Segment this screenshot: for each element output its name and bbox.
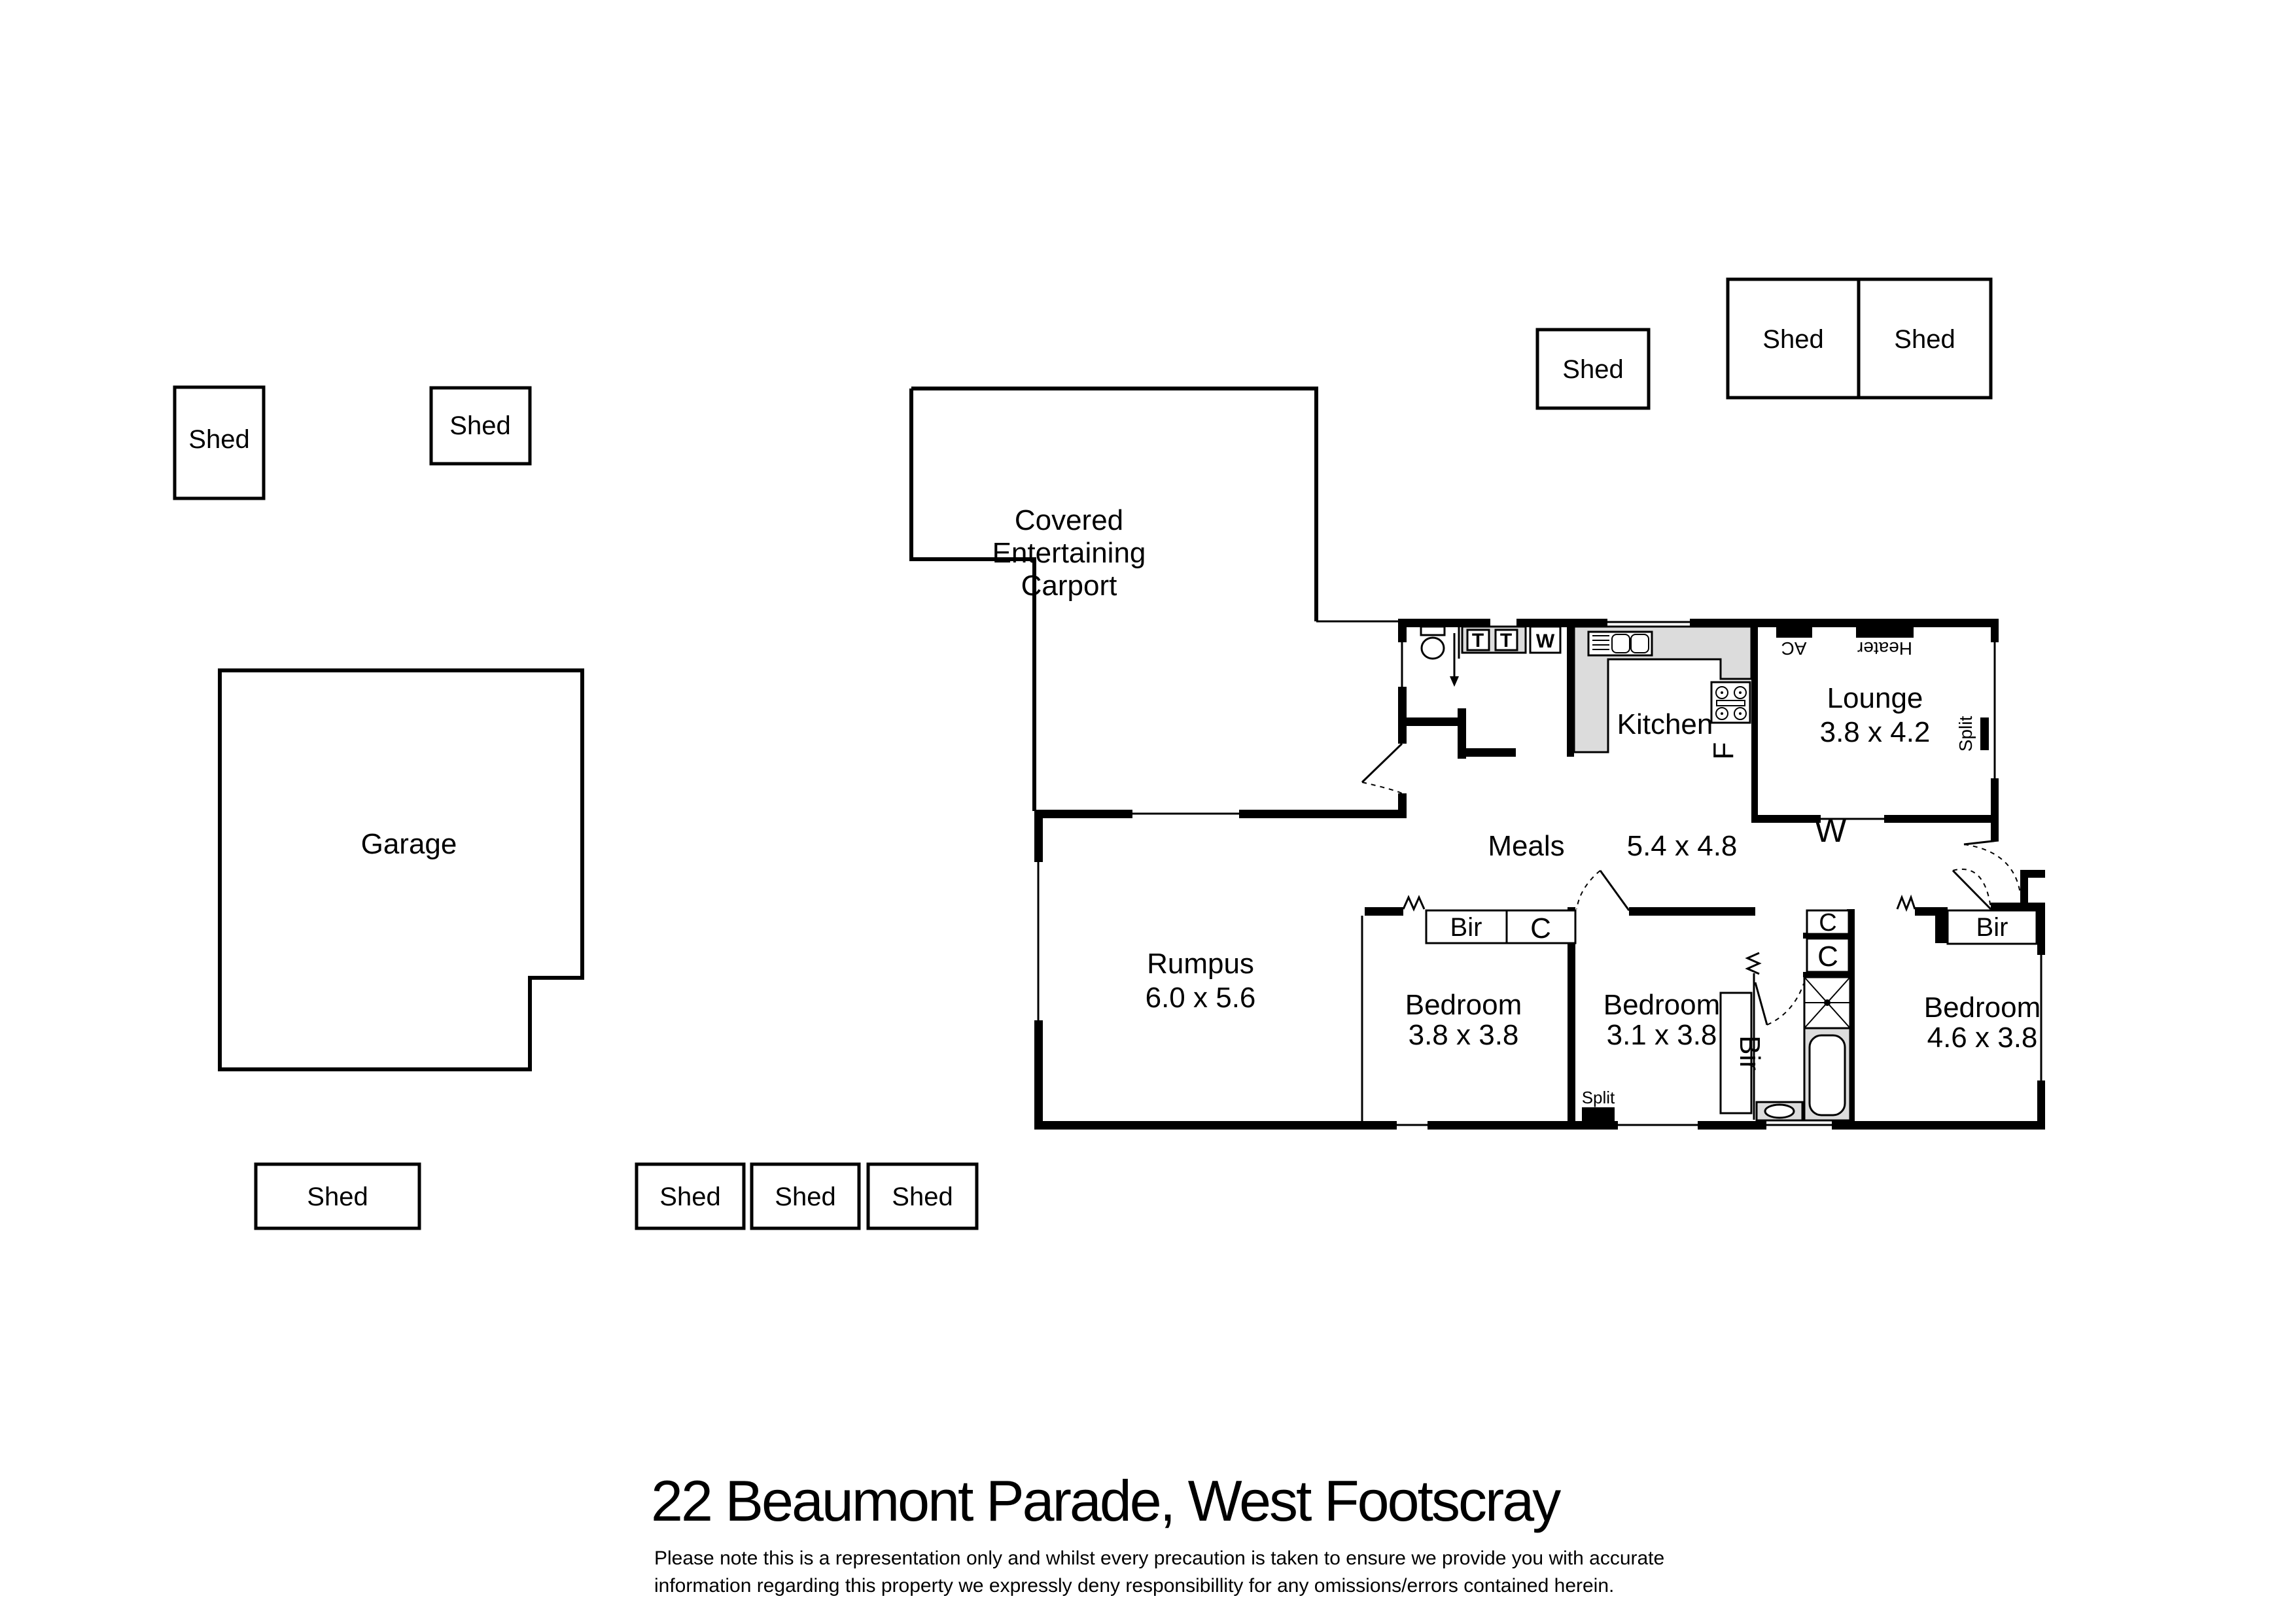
lounge-window-label: W	[1814, 812, 1846, 850]
shed-top-right-2: Shed	[1726, 277, 1861, 400]
cupboard-label: C	[1530, 912, 1551, 944]
trough-label: T	[1500, 630, 1512, 651]
room-dims-bedroom2: 3.1 x 3.8	[1607, 1019, 1717, 1051]
doors	[1361, 742, 2021, 1026]
carport: Covered Entertaining Carport	[909, 387, 1398, 811]
lounge-split-unit: Split	[1955, 716, 1989, 752]
carport-label-line1: Covered	[1015, 504, 1123, 536]
page-title: 22 Beaumont Parade, West Footscray	[651, 1468, 1561, 1533]
split-label: Split	[1955, 716, 1976, 752]
room-dims-bedroom3: 4.6 x 3.8	[1927, 1022, 2038, 1054]
shed-top-right-1: Shed	[1535, 328, 1651, 410]
garage: Garage	[218, 668, 584, 1071]
shed-top-right-3: Shed	[1857, 277, 1993, 400]
carport-label-line3: Carport	[1021, 570, 1117, 602]
room-label-meals: Meals	[1488, 830, 1564, 862]
shower-icon	[1803, 976, 1851, 1029]
trough-label: T	[1472, 630, 1484, 651]
cupboard-label: C	[1817, 941, 1838, 973]
bedroom2-door-swing	[1576, 870, 1601, 910]
bedroom3-robe: Bir	[1946, 909, 2038, 945]
shed-label: Shed	[892, 1183, 953, 1211]
house-walls	[1034, 619, 2045, 1130]
fridge-label: F	[1708, 742, 1740, 760]
bathroom-door-swing	[1766, 983, 1804, 1026]
basin-icon	[1755, 1101, 1804, 1122]
shed-label: Shed	[1762, 325, 1823, 354]
bedroom2-door-leaf	[1599, 870, 1630, 911]
shed-label: Shed	[307, 1183, 368, 1211]
opening-zigzag-icon	[1896, 894, 1916, 912]
kitchen-sink-icon	[1587, 631, 1653, 657]
shed-label: Shed	[1894, 325, 1955, 354]
room-label-bedroom3: Bedroom	[1924, 992, 2041, 1024]
opening-symbols	[1402, 894, 1916, 975]
bedroom1-robe: Bir	[1425, 909, 1508, 944]
bedroom3-door-leaf	[1952, 869, 1992, 910]
split-label: Split	[1582, 1088, 1615, 1107]
room-label-bedroom2: Bedroom	[1603, 989, 1721, 1021]
hall-cupboard-2: C	[1806, 937, 1850, 973]
back-door-leaf	[1963, 839, 1999, 846]
shed-bottom-3: Shed	[750, 1162, 861, 1230]
bedroom2-split-unit: Split	[1582, 1088, 1615, 1122]
room-label-kitchen: Kitchen	[1617, 708, 1713, 740]
shed-top-left-2: Shed	[429, 386, 532, 466]
shed-label: Shed	[659, 1183, 720, 1211]
bedroom2-robe: Bir	[1719, 992, 1766, 1114]
bedroom1-cupboard: C	[1505, 909, 1577, 944]
room-dims-rumpus: 6.0 x 5.6	[1146, 982, 1256, 1014]
lounge-ac-unit: AC	[1776, 627, 1812, 659]
room-dims-lounge: 3.8 x 4.2	[1820, 716, 1931, 748]
bathroom-door-leaf	[1754, 982, 1768, 1026]
shed-top-left-1: Shed	[173, 385, 266, 500]
shed-bottom-4: Shed	[866, 1162, 979, 1230]
room-label-rumpus: Rumpus	[1147, 948, 1254, 980]
opening-zigzag-icon	[1402, 895, 1426, 912]
robe-label: Bir	[1734, 1035, 1766, 1071]
room-labels: Kitchen Meals 5.4 x 4.8 Lounge 3.8 x 4.2…	[1146, 682, 2041, 1054]
opening-zigzag-icon	[1745, 952, 1762, 975]
wc-toilet-icon	[1420, 625, 1446, 660]
front-door-leaf	[1361, 742, 1403, 784]
shed-label: Shed	[449, 411, 510, 440]
ac-label: AC	[1781, 638, 1807, 659]
kitchen-bench	[1573, 625, 1753, 753]
shed-bottom-2: Shed	[635, 1162, 746, 1230]
shed-bottom-1: Shed	[254, 1162, 421, 1230]
back-door-swing	[1963, 844, 2021, 894]
cupboard-label: C	[1819, 909, 1836, 937]
room-label-lounge: Lounge	[1827, 682, 1923, 714]
heater-label: Heater	[1857, 638, 1912, 659]
garage-label: Garage	[361, 828, 457, 860]
shed-label: Shed	[775, 1183, 835, 1211]
washing-machine: W	[1529, 625, 1562, 654]
entry-arrow-icon	[1450, 633, 1459, 687]
shed-label: Shed	[1562, 355, 1623, 384]
room-label-bedroom1: Bedroom	[1405, 989, 1522, 1021]
room-dims-meals: 5.4 x 4.8	[1627, 830, 1738, 862]
bathtub-icon	[1803, 1027, 1851, 1122]
washer-label: W	[1536, 631, 1555, 652]
front-door-swing	[1361, 782, 1403, 794]
disclaimer-line1: Please note this is a representation onl…	[654, 1547, 1664, 1569]
shed-label: Shed	[188, 425, 249, 454]
disclaimer-line2: information regarding this property we e…	[654, 1575, 1614, 1597]
laundry-troughs: T T	[1461, 625, 1527, 654]
hall-cupboard-1: C	[1806, 909, 1850, 937]
stove-icon	[1710, 681, 1751, 724]
robe-label: Bir	[1976, 913, 2008, 942]
carport-label-line2: Entertaining	[992, 537, 1146, 569]
lounge-heater-unit: Heater	[1856, 627, 1914, 659]
robe-label: Bir	[1450, 913, 1482, 942]
room-dims-bedroom1: 3.8 x 3.8	[1409, 1019, 1519, 1051]
